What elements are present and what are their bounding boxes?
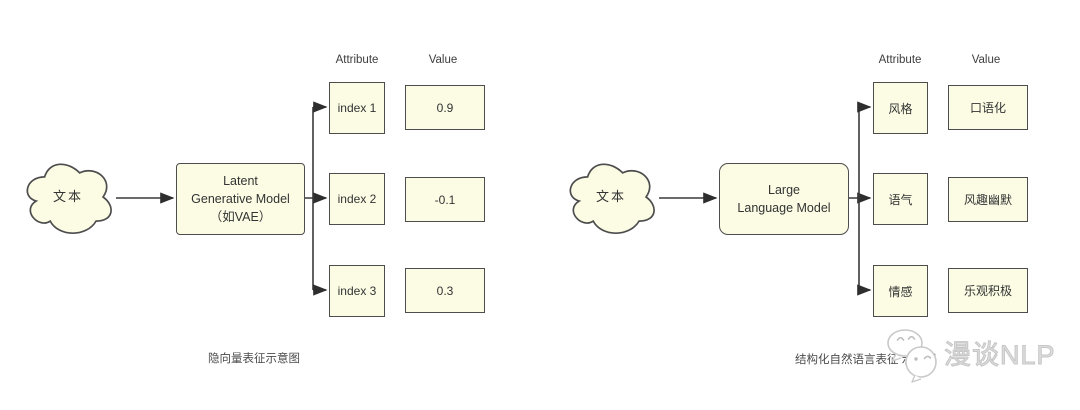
value-box: 0.3 <box>405 268 485 313</box>
cloud-label-right: 文本 <box>595 188 626 204</box>
watermark-text: 漫谈NLP <box>944 339 1056 370</box>
attribute-header-left: Attribute <box>335 54 379 66</box>
attribute-box: 情感 <box>873 265 928 317</box>
value-box: 0.9 <box>405 85 485 130</box>
watermark: 漫谈NLP <box>884 327 1056 383</box>
model-label-line: （如VAE） <box>209 210 272 225</box>
chat-bubbles-icon <box>887 329 937 383</box>
value-box: 乐观积极 <box>948 268 1028 313</box>
caption-left: 隐向量表征示意图 <box>208 353 300 365</box>
caption-right: 结构化自然语言表征 示意图 <box>795 354 937 366</box>
value-box: 风趣幽默 <box>948 177 1028 222</box>
model-label-line: Language Model <box>737 201 831 215</box>
attribute-box: index 3 <box>329 265 385 317</box>
attribute-header-right: Attribute <box>878 54 922 66</box>
attribute-box: 语气 <box>873 173 928 225</box>
text-cloud-left: 文本 <box>18 154 118 240</box>
text-cloud-right: 文本 <box>561 154 661 240</box>
attribute-box: index 1 <box>329 82 385 134</box>
cloud-shape-icon <box>26 163 112 234</box>
cloud-shape-icon <box>569 163 655 234</box>
attribute-box: index 2 <box>329 173 385 225</box>
model-label-line: Large <box>768 182 800 197</box>
attribute-box: 风格 <box>873 82 928 134</box>
value-header-right: Value <box>971 54 1001 66</box>
model-label-line: Latent <box>223 173 258 188</box>
value-box: 口语化 <box>948 85 1028 130</box>
model-label-line: Generative Model <box>191 191 290 206</box>
cloud-label-left: 文本 <box>52 188 83 204</box>
model-box-left: Latent Generative Model （如VAE） <box>176 163 305 235</box>
value-box: -0.1 <box>405 177 485 222</box>
value-header-left: Value <box>428 54 458 66</box>
model-box-right: Large Language Model <box>719 163 849 235</box>
